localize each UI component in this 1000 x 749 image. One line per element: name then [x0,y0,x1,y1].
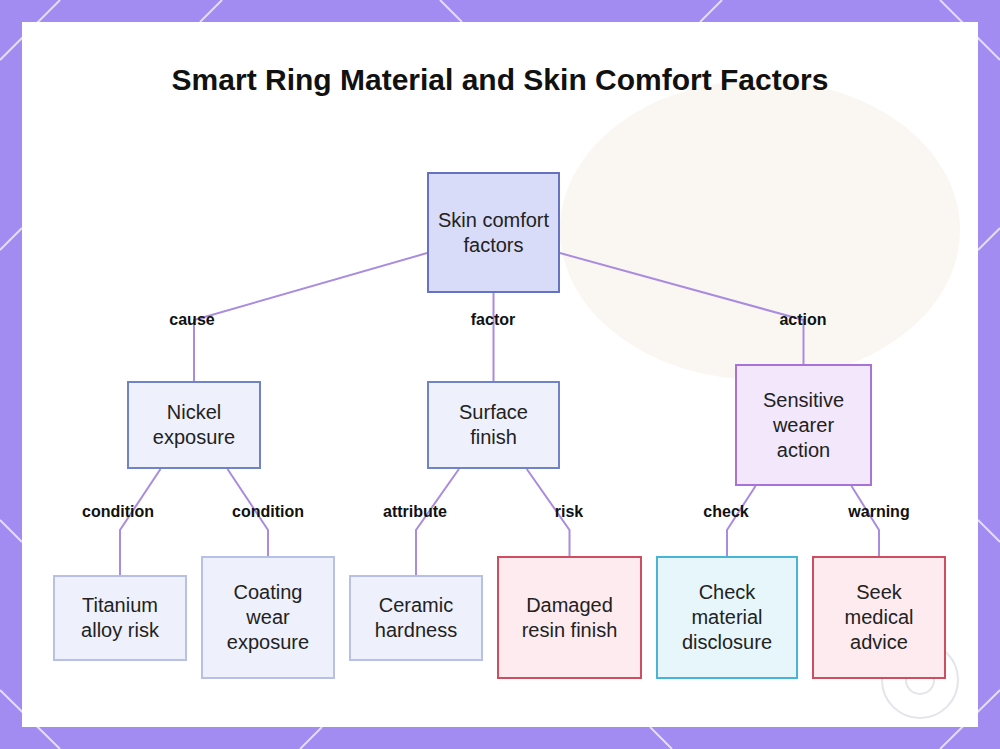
node-label: Nickel exposure [137,400,251,450]
edge-label: check [703,503,748,521]
edge-label: condition [82,503,154,521]
node-label: Titanium alloy risk [63,593,177,643]
process-box: Skin comfort factors [427,172,560,293]
process-box: Coating wear exposure [201,556,335,679]
edge-label: action [779,311,826,329]
process-box: Titanium alloy risk [53,575,187,661]
node-label: Surface finish [437,400,550,450]
edge-label: warning [848,503,909,521]
panel [22,22,978,727]
connector-line [727,486,756,556]
edge-label: condition [232,503,304,521]
edge-label: cause [169,311,214,329]
process-box: Check material disclosure [656,556,798,679]
connector-line [120,469,161,575]
diagram-title: Smart Ring Material and Skin Comfort Fac… [150,62,850,98]
node-label: Sensitive wearer action [745,388,862,463]
connector-line [560,253,804,364]
connector-line [194,253,427,381]
connector-line [493,293,495,381]
node-label: Check material disclosure [666,580,788,655]
node-label: Seek medical advice [822,580,936,655]
process-box: Surface finish [427,381,560,469]
edge-label: risk [555,503,583,521]
edge-label: attribute [383,503,447,521]
edge-label: factor [471,311,515,329]
connector-line [416,469,459,575]
process-box: Ceramic hardness [349,575,483,661]
process-box: Damaged resin finish [497,556,642,679]
connector-line [851,486,879,556]
background-blur [560,80,960,380]
node-label: Damaged resin finish [507,593,632,643]
node-label: Coating wear exposure [211,580,325,655]
node-label: Ceramic hardness [359,593,473,643]
process-box: Nickel exposure [127,381,261,469]
process-box: Seek medical advice [812,556,946,679]
node-label: Skin comfort factors [437,208,550,258]
process-box: Sensitive wearer action [735,364,872,486]
